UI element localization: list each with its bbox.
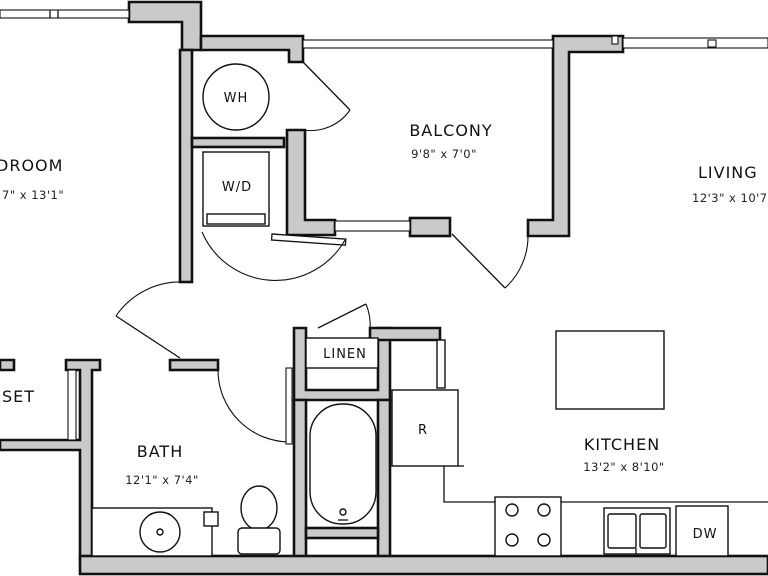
door-bath-right-arc	[217, 369, 291, 443]
linen-label: LINEN	[323, 347, 367, 362]
wall-closet	[0, 358, 16, 372]
range	[494, 496, 562, 557]
door-bath-left	[115, 315, 181, 359]
doors	[67, 61, 529, 445]
bedroom-name: DROOM	[0, 156, 63, 175]
door-wh	[302, 61, 351, 111]
kitchen-counter	[443, 466, 768, 503]
wall-bath-door-stub	[168, 358, 220, 372]
window-balcony-door	[334, 220, 411, 232]
wall-wd-east	[285, 128, 337, 237]
closet-name: SET	[2, 387, 35, 406]
living-dims: 12'3" x 10'7	[692, 191, 768, 205]
window-living	[622, 37, 768, 49]
wall-wh-wd-divider	[190, 136, 286, 149]
refrigerator	[391, 389, 459, 467]
wall-wh-top	[199, 34, 305, 64]
bedroom-dims: 7" x 13'1"	[2, 188, 64, 202]
labels: DROOM 7" x 13'1" BALCONY 9'8" x 7'0" LIV…	[0, 91, 768, 542]
toilet-tank	[237, 527, 281, 555]
fixtures	[91, 63, 768, 557]
windows	[0, 9, 768, 232]
door-linen	[317, 303, 367, 329]
wall-balcony-south-stub	[408, 216, 452, 238]
wall-top-left-corner	[127, 0, 203, 52]
wall-south-exterior	[78, 554, 768, 576]
wall-tub-south	[304, 526, 380, 540]
wall-tub	[292, 398, 308, 562]
refrigerator-label: R	[418, 423, 428, 438]
dishwasher-label: DW	[693, 527, 718, 542]
washer-dryer-label: W/D	[222, 180, 252, 195]
door-wd	[270, 233, 347, 246]
balcony-dims: 9'8" x 7'0"	[411, 147, 477, 161]
water-heater-circle	[202, 63, 270, 131]
kitchen-dims: 13'2" x 8'10"	[583, 460, 664, 474]
toilet-bowl	[240, 485, 278, 531]
wall-balcony-living	[526, 34, 625, 238]
bath-name: BATH	[137, 442, 183, 461]
water-heater-label: WH	[224, 91, 249, 106]
door-closet	[67, 369, 77, 441]
wall-linen-top-right	[368, 326, 442, 342]
wall-bedroom-east	[178, 48, 194, 284]
balcony-name: BALCONY	[409, 121, 492, 140]
living-name: LIVING	[698, 163, 758, 182]
wall-tub-east	[376, 398, 392, 562]
wall-closet-east	[0, 358, 102, 562]
linen-shelf	[305, 337, 379, 369]
window-balcony	[302, 39, 554, 49]
window-bedroom	[0, 9, 130, 19]
kitchen-name: KITCHEN	[584, 435, 660, 454]
door-balcony-living	[451, 233, 506, 289]
bathtub	[309, 403, 377, 525]
bath-dims: 12'1" x 7'4"	[125, 473, 199, 487]
dishwasher	[675, 505, 729, 557]
kitchen-island	[555, 330, 665, 410]
